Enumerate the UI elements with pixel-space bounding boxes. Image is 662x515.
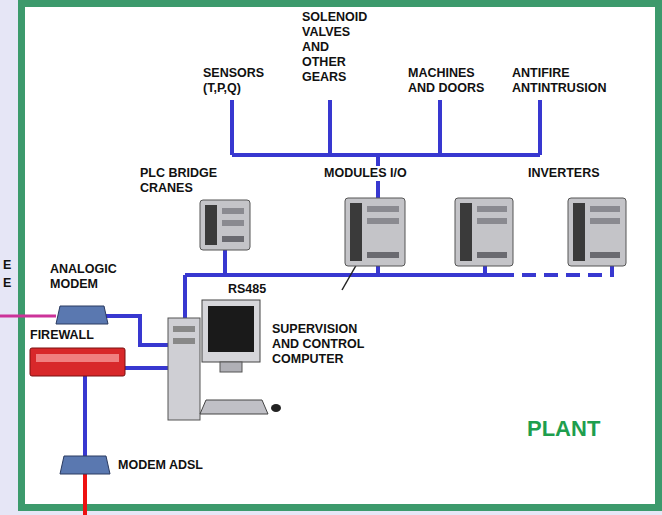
device-panel [460, 203, 472, 261]
monitor-screen [208, 306, 254, 352]
firewall-link [83, 376, 87, 456]
analog-modem [56, 306, 108, 324]
monitor [202, 300, 260, 362]
text-label: INVERTERS [528, 166, 600, 181]
plc-device [200, 200, 250, 250]
device-slot [477, 206, 507, 212]
drop-line [328, 100, 332, 155]
field-bus [232, 153, 540, 157]
phone-line [0, 315, 56, 318]
plant-region: PLANT SENSORS (T,P,Q) SOLENOID VALVES AND … [18, 0, 662, 511]
io-module [345, 198, 405, 266]
device-slot [222, 208, 244, 214]
device-panel [205, 205, 217, 245]
drop-line [483, 266, 487, 275]
drop-line [438, 100, 442, 155]
device-panel [350, 203, 362, 261]
text-label: SENSORS (T,P,Q) [203, 66, 275, 96]
drop-line [610, 266, 614, 275]
device-slot [367, 218, 399, 224]
text-label: ANALOGIC MODEM [50, 262, 140, 292]
device-slot [590, 252, 620, 258]
drive-bay [173, 326, 195, 332]
text-label: MACHINES AND DOORS [408, 66, 492, 96]
drop-line [230, 100, 234, 155]
monitor-stand [220, 362, 242, 372]
device-slot [477, 252, 507, 258]
rs485-bus [185, 273, 500, 277]
rs485-bus-dashed [500, 273, 614, 277]
text-label: E [3, 276, 11, 291]
computer-tower [168, 318, 200, 420]
device-slot [590, 206, 620, 212]
mouse [271, 404, 281, 412]
device-slot [367, 206, 399, 212]
text-label: MODULES I/O [322, 166, 409, 181]
modem-link [106, 316, 168, 345]
firewall-strip [36, 354, 119, 362]
text-label: RS485 [228, 282, 266, 297]
device-slot [590, 218, 620, 224]
device-panel [573, 203, 585, 261]
text-label: ANTIFIRE ANTINTRUSION [512, 66, 622, 96]
drop-line [538, 100, 542, 155]
text-label: MODEM ADSL [118, 458, 203, 473]
device-slot [222, 220, 244, 226]
drop-line [223, 250, 227, 275]
region-title: PLANT [527, 416, 600, 442]
keyboard [200, 400, 268, 414]
text-label: SOLENOID VALVES AND OTHER GEARS [302, 10, 376, 85]
text-label: PLC BRIDGE CRANES [140, 166, 235, 196]
drop-line [183, 275, 187, 318]
text-label: SUPERVISION AND CONTROL COMPUTER [272, 322, 372, 367]
firewall-link [125, 366, 168, 370]
adsl-line [83, 474, 87, 515]
inverter-device [455, 198, 513, 266]
device-slot [222, 236, 244, 242]
inverter-device [568, 198, 626, 266]
device-slot [367, 252, 399, 258]
text-label: E [3, 258, 11, 273]
firewall-box [30, 348, 125, 376]
device-slot [477, 218, 507, 224]
drop-line [376, 266, 380, 275]
drive-bay [173, 338, 195, 344]
text-label: FIREWALL [30, 328, 94, 343]
adsl-modem [60, 456, 110, 474]
